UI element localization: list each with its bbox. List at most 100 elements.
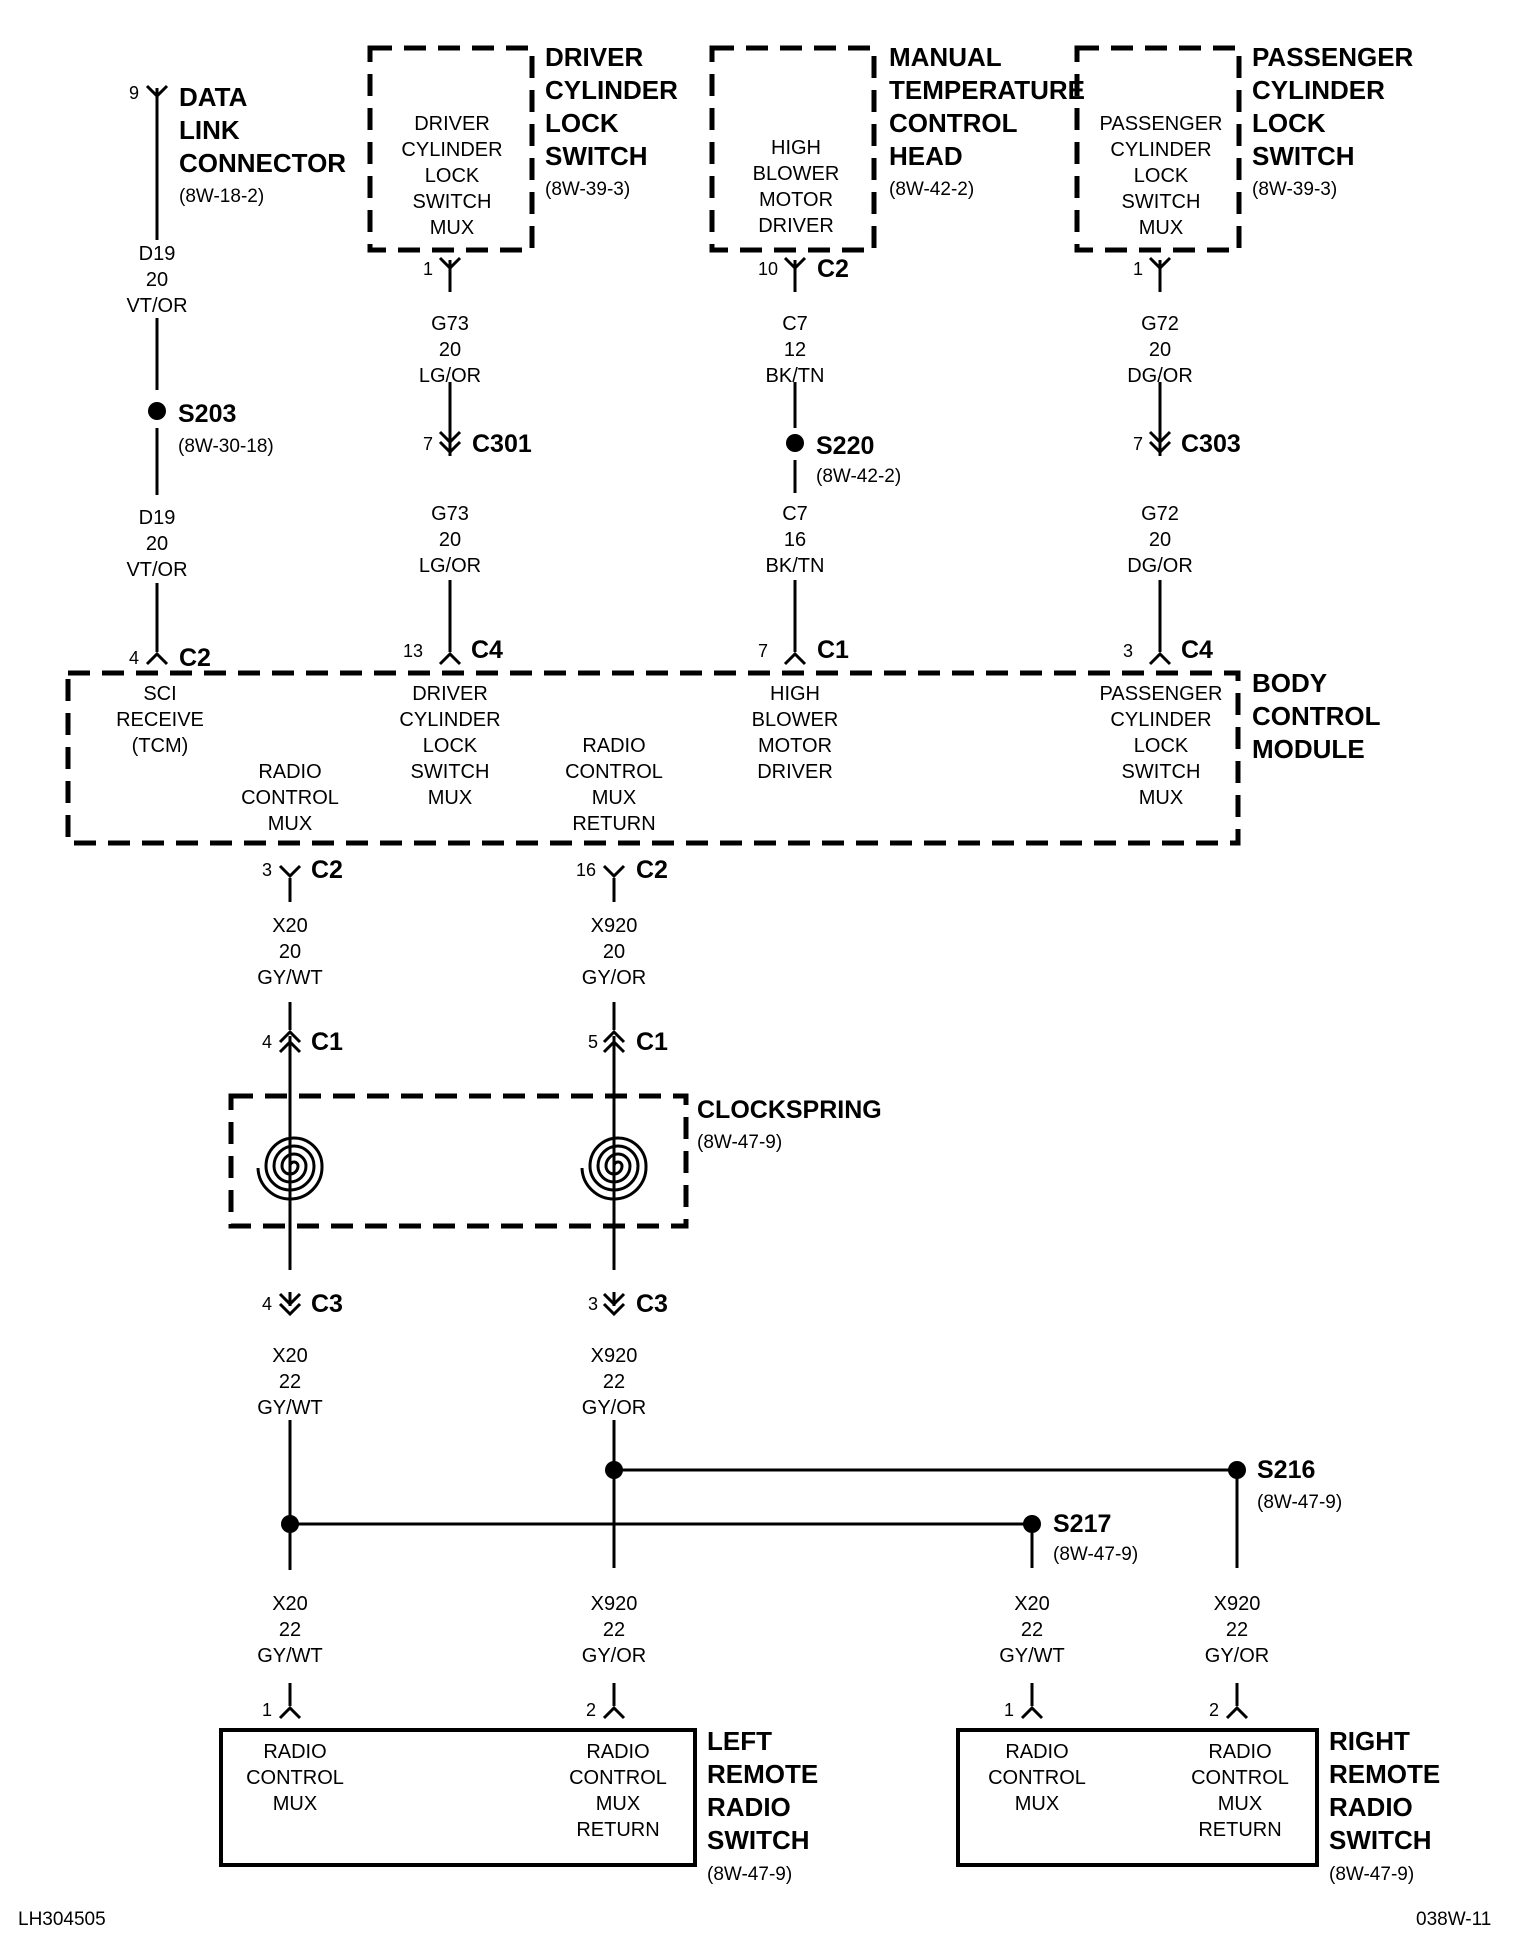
left-ref: (8W-47-9) (707, 1864, 792, 1885)
c303-pin: 7 (1133, 434, 1143, 454)
right-name-1: RIGHT (1329, 1726, 1410, 1756)
bcm-pin-4: 4 (129, 648, 139, 668)
left-remote-radio-switch-box (219, 1728, 697, 1867)
pass-inner-2: CYLINDER (1110, 139, 1211, 161)
bcm-pin-3-c4: 3 (1123, 641, 1133, 661)
right-remote-radio-switch-box (956, 1728, 1319, 1867)
bcm-conn-c4-b: C4 (1181, 636, 1213, 664)
left-switch-pin2-symbol (602, 1705, 626, 1720)
c7-bot-gauge: 16 (784, 529, 806, 551)
mtc-ref: (8W-42-2) (889, 179, 974, 200)
bcm-pass-3: LOCK (1134, 735, 1189, 757)
driver-name-1: DRIVER (545, 42, 643, 72)
bcm-name-2: CONTROL (1252, 701, 1381, 731)
passenger-cylinder-lock-switch-box (1074, 45, 1242, 253)
bcm-radio-mux-3: MUX (268, 813, 312, 835)
bcm-pin-7-c1-symbol (783, 651, 807, 666)
x920-d-gauge: 22 (1226, 1619, 1248, 1641)
driver-inner-2: CYLINDER (401, 139, 502, 161)
c1-a-label: C1 (311, 1028, 343, 1056)
right-switch-pin2-symbol (1225, 1705, 1249, 1720)
right-name-3: RADIO (1329, 1792, 1413, 1822)
right-ref: (8W-47-9) (1329, 1864, 1414, 1885)
driver-inner-4: SWITCH (413, 191, 492, 213)
s217-label: S217 (1053, 1510, 1111, 1538)
right-ret-1: RADIO (1208, 1741, 1271, 1763)
left-name-4: SWITCH (707, 1825, 810, 1855)
bcm-radio-ret-4: RETURN (572, 813, 655, 835)
c301-symbol (438, 430, 462, 455)
x20-a-code: X20 (272, 915, 308, 937)
d19-bot-gauge: 20 (146, 533, 168, 555)
right-switch-pin1: 1 (1004, 1700, 1014, 1720)
c3-a-label: C3 (311, 1290, 343, 1318)
pass-inner-1: PASSENGER (1100, 113, 1223, 135)
right-ret-2: CONTROL (1191, 1767, 1289, 1789)
clockspring-coil-right-icon (580, 1136, 648, 1201)
x920-a-color: GY/OR (582, 967, 646, 989)
pass-name-4: SWITCH (1252, 141, 1355, 171)
mtc-inner-1: HIGH (771, 137, 821, 159)
x920-a-code: X920 (591, 915, 638, 937)
bcm-blower-3: MOTOR (758, 735, 832, 757)
left-ret-4: RETURN (576, 1819, 659, 1841)
d19-bot-color: VT/OR (126, 559, 187, 581)
g73-top-code: G73 (431, 313, 469, 335)
dlc-name-1: DATA (179, 82, 248, 112)
clockspring-coil-left-icon (256, 1136, 324, 1201)
driver-name-4: SWITCH (545, 141, 648, 171)
mtc-pin: 10 (758, 259, 778, 279)
bcm-radio-ret-3: MUX (592, 787, 636, 809)
d19-bot-code: D19 (139, 507, 176, 529)
right-mux-1: RADIO (1005, 1741, 1068, 1763)
g72-top-code: G72 (1141, 313, 1179, 335)
x920-a-gauge: 20 (603, 941, 625, 963)
c3-b-symbol (602, 1292, 626, 1317)
pass-inner-4: SWITCH (1122, 191, 1201, 213)
pass-inner-5: MUX (1139, 217, 1183, 239)
bcm-blower-2: BLOWER (752, 709, 839, 731)
s216-dot (1228, 1461, 1246, 1479)
mtc-name-3: CONTROL (889, 108, 1018, 138)
bcm-pin-7: 7 (758, 641, 768, 661)
bcm-sci-2: RECEIVE (116, 709, 204, 731)
x920-d-color: GY/OR (1205, 1645, 1269, 1667)
bcm-driver-3: LOCK (423, 735, 478, 757)
pass-name-3: LOCK (1252, 108, 1326, 138)
pass-cyl-pin-symbol (1148, 256, 1172, 271)
s203-ref: (8W-30-18) (178, 436, 274, 457)
c3-b-pin: 3 (588, 1294, 598, 1314)
clockspring-label: CLOCKSPRING (697, 1096, 882, 1124)
x920-b-code: X920 (591, 1345, 638, 1367)
left-name-3: RADIO (707, 1792, 791, 1822)
c7-top-gauge: 12 (784, 339, 806, 361)
mtc-inner-2: BLOWER (753, 163, 840, 185)
g73-top-color: LG/OR (419, 365, 481, 387)
c1-a-symbol (278, 1029, 302, 1054)
bcm-name-1: BODY (1252, 668, 1327, 698)
x20-c-color: GY/WT (257, 1645, 323, 1667)
bcm-conn-c1: C1 (817, 636, 849, 664)
x20-c-code: X20 (272, 1593, 308, 1615)
g72-top-gauge: 20 (1149, 339, 1171, 361)
s220-label: S220 (816, 432, 874, 460)
right-name-4: SWITCH (1329, 1825, 1432, 1855)
left-switch-pin1-symbol (278, 1705, 302, 1720)
x20-a-color: GY/WT (257, 967, 323, 989)
right-ret-4: RETURN (1198, 1819, 1281, 1841)
drawing-id-left: LH304505 (18, 1909, 106, 1930)
bcm-pin-4-c2-symbol (145, 651, 169, 666)
body-control-module-box (65, 670, 1241, 846)
right-name-2: REMOTE (1329, 1759, 1440, 1789)
c303-symbol (1148, 430, 1172, 455)
x920-c-gauge: 22 (603, 1619, 625, 1641)
bcm-pass-5: MUX (1139, 787, 1183, 809)
s216-label: S216 (1257, 1456, 1315, 1484)
bcm-blower-4: DRIVER (757, 761, 833, 783)
x20-b-color: GY/WT (257, 1397, 323, 1419)
bcm-driver-5: MUX (428, 787, 472, 809)
left-ret-3: MUX (596, 1793, 640, 1815)
dlc-ref: (8W-18-2) (179, 186, 264, 207)
right-ret-3: MUX (1218, 1793, 1262, 1815)
